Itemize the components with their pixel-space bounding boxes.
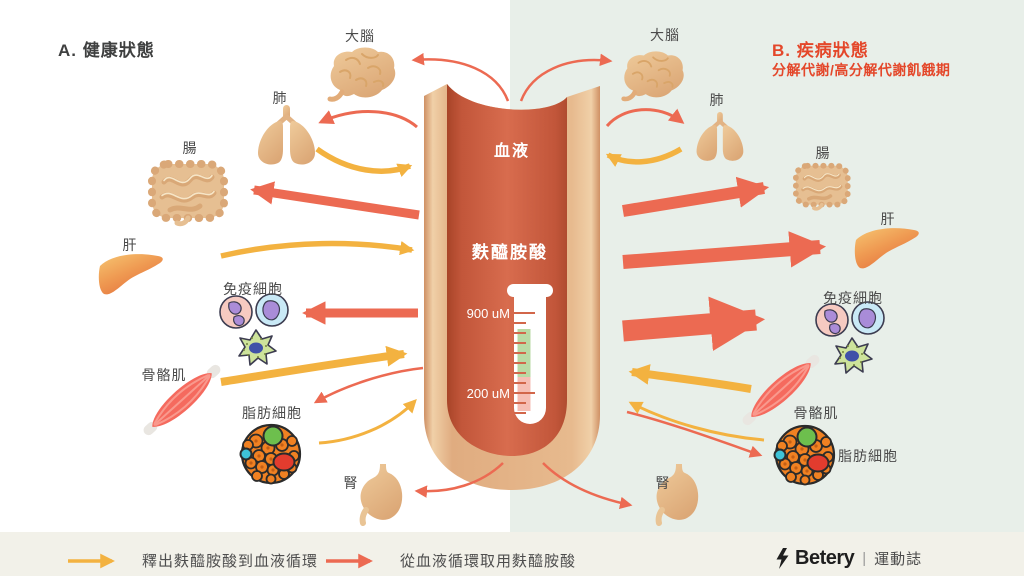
brand-tagline: 運動誌	[874, 551, 923, 568]
arrow-uptake-immune-right	[622, 296, 766, 351]
liver-icon-right	[854, 228, 919, 269]
arrow-uptake-kidney-left	[414, 462, 504, 498]
brand-separator: |	[862, 550, 867, 567]
arrow-release-fat-right	[628, 401, 765, 442]
healthy-panel-title: A. 健康狀態	[58, 41, 155, 60]
healthy-arrows	[220, 52, 510, 498]
fat-label-left: 脂肪細胞	[242, 405, 302, 421]
immune-cells-icon-right	[815, 301, 885, 374]
arrow-release-lung-left	[315, 146, 413, 177]
disease-panel-title: B. 疾病狀態	[772, 41, 869, 60]
scale-low-label: 200 uM	[466, 386, 510, 401]
stomach-icon-left	[361, 464, 403, 523]
intestine-icon-right	[796, 166, 848, 209]
footer-bar	[0, 532, 1024, 576]
legend-release-label: 釋出麩醯胺酸到血液循環	[142, 553, 319, 570]
brain-label-right: 大腦	[650, 27, 680, 43]
tube-tick-marks	[514, 312, 535, 414]
lung-label-right: 肺	[709, 92, 725, 108]
release-arrow-icon	[68, 553, 115, 568]
disease-arrows	[519, 53, 827, 510]
arrow-uptake-lung-left	[318, 110, 418, 129]
lung-label-left: 肺	[272, 90, 288, 106]
liver-icon-left	[98, 254, 163, 295]
immune-cells-icon-left	[219, 293, 289, 366]
arrow-uptake-fat-right	[626, 410, 763, 458]
fat-cell-icon-right	[773, 424, 836, 486]
legend-uptake-label: 從血液循環取用麩醯胺酸	[400, 553, 577, 570]
arrow-uptake-brain-left	[411, 52, 510, 102]
lungs-icon-left	[258, 105, 315, 165]
arrow-release-muscle-right	[628, 364, 752, 393]
glutamine-label: 麩醯胺酸	[472, 243, 548, 262]
fat-cell-icon-left	[239, 423, 302, 485]
brain-label-left: 大腦	[345, 28, 375, 44]
intestine-label-left: 腸	[182, 140, 198, 156]
arrow-uptake-liver-right	[622, 231, 827, 269]
uptake-arrow-icon	[326, 553, 373, 568]
legend-release: 釋出麩醯胺酸到血液循環	[66, 550, 318, 571]
arrow-uptake-kidney-right	[542, 462, 633, 510]
arrow-release-muscle-left	[220, 345, 408, 386]
brain-icon-right	[624, 51, 684, 99]
kidney-label-left: 腎	[343, 475, 359, 491]
legend-uptake: 從血液循環取用麩醯胺酸	[324, 550, 576, 571]
arrow-release-liver-left	[220, 240, 415, 259]
arrow-uptake-intestine-left	[250, 181, 420, 220]
liver-label-right: 肝	[880, 211, 896, 227]
fat-label-right: 脂肪細胞	[838, 448, 898, 464]
immune-label-left: 免疫細胞	[223, 281, 283, 297]
arrow-release-fat-left	[318, 399, 417, 445]
muscle-label-left: 骨骼肌	[141, 367, 187, 383]
brand-name: Betery	[795, 547, 855, 569]
brain-icon-left	[330, 48, 395, 100]
brand: Betery | 運動誌	[775, 547, 922, 570]
lungs-icon-right	[697, 112, 744, 161]
kidney-label-right: 腎	[655, 475, 671, 491]
blood-label: 血液	[493, 143, 531, 160]
arrow-uptake-fat-left	[313, 366, 424, 404]
scale-high-label: 900 uM	[466, 306, 510, 321]
immune-label-right: 免疫細胞	[823, 290, 883, 306]
intestine-icon-left	[152, 164, 224, 224]
intestine-label-right: 腸	[815, 145, 831, 161]
concentration-tube	[507, 284, 553, 424]
bolt-icon	[776, 548, 789, 569]
muscle-label-right: 骨骼肌	[793, 405, 839, 421]
arrow-release-lung-right	[605, 146, 683, 167]
disease-panel-subtitle: 分解代謝/高分解代謝飢餓期	[772, 62, 951, 78]
arrow-uptake-brain-right	[519, 53, 613, 102]
liver-label-left: 肝	[122, 237, 138, 253]
arrow-uptake-lung-right	[605, 108, 685, 128]
arrow-uptake-intestine-right	[622, 176, 770, 217]
